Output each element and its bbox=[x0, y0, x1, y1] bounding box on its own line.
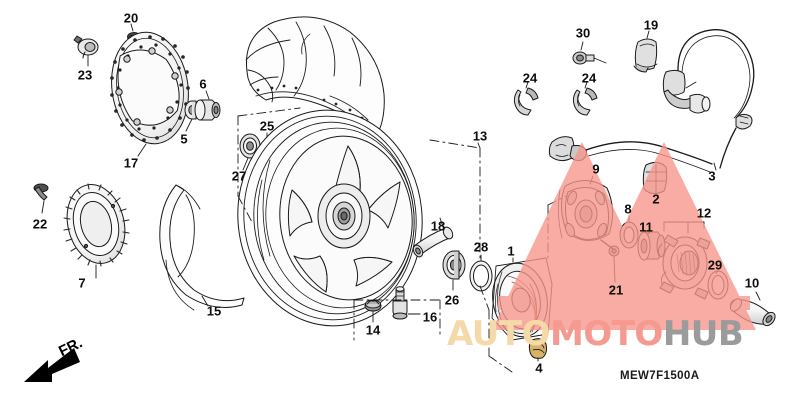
callout-17[interactable]: 17 bbox=[123, 155, 139, 171]
callout-26[interactable]: 26 bbox=[444, 292, 460, 308]
part-8-washer bbox=[619, 221, 639, 249]
callout-20[interactable]: 20 bbox=[123, 10, 139, 26]
callout-14[interactable]: 14 bbox=[365, 322, 381, 338]
callout-10[interactable]: 10 bbox=[744, 275, 760, 291]
part-17-brake-disc bbox=[110, 31, 190, 145]
part-3-sensor-cable bbox=[677, 29, 755, 169]
callout-18[interactable]: 18 bbox=[430, 218, 446, 234]
part-7-pulser-ring bbox=[63, 183, 130, 267]
part-tire-tread bbox=[245, 16, 385, 141]
part-sensor-connector bbox=[548, 136, 713, 173]
part-10-axle-collar bbox=[729, 298, 776, 327]
callout-2[interactable]: 2 bbox=[652, 191, 660, 207]
callout-12[interactable]: 12 bbox=[696, 205, 712, 221]
callout-22[interactable]: 22 bbox=[32, 216, 48, 232]
callout-3[interactable]: 3 bbox=[708, 168, 716, 184]
part-22-screw bbox=[33, 183, 49, 201]
callout-7[interactable]: 7 bbox=[78, 275, 86, 291]
group-14-16-outline bbox=[353, 299, 441, 341]
part-wheel-rim bbox=[237, 109, 423, 327]
part-24-clamp-right bbox=[572, 87, 598, 116]
callout-11[interactable]: 11 bbox=[639, 219, 653, 235]
part-11-collar bbox=[637, 231, 666, 261]
callout-8[interactable]: 8 bbox=[624, 201, 632, 217]
part-26-bearing bbox=[442, 250, 466, 280]
part-2-cush-rubber bbox=[642, 161, 668, 195]
part-16-valve-stem bbox=[392, 286, 408, 320]
part-30-bolt bbox=[572, 51, 607, 65]
callout-23[interactable]: 23 bbox=[77, 67, 93, 83]
callout-13[interactable]: 13 bbox=[472, 128, 488, 144]
part-24-clamp-left bbox=[513, 87, 539, 116]
callout-9[interactable]: 9 bbox=[592, 161, 600, 177]
part-14-nut bbox=[364, 299, 382, 312]
callout-4[interactable]: 4 bbox=[535, 360, 543, 376]
part-18-collar bbox=[412, 226, 454, 258]
callout-28[interactable]: 28 bbox=[473, 239, 489, 255]
front-direction-arrow-icon bbox=[24, 348, 80, 382]
diagram-code: MEW7F1500A bbox=[620, 370, 700, 382]
callout-24-left[interactable]: 24 bbox=[522, 70, 538, 86]
part-6-collar bbox=[194, 99, 221, 121]
part-12-hub-carrier bbox=[657, 234, 711, 300]
callout-29[interactable]: 29 bbox=[707, 257, 723, 273]
part-28-oil-seal bbox=[469, 260, 493, 292]
callout-25[interactable]: 25 bbox=[259, 118, 275, 134]
callout-21[interactable]: 21 bbox=[608, 282, 624, 298]
callout-16[interactable]: 16 bbox=[422, 309, 438, 325]
callout-27[interactable]: 27 bbox=[231, 168, 247, 184]
callout-5[interactable]: 5 bbox=[180, 131, 188, 147]
part-21-pin bbox=[600, 239, 620, 257]
part-23-grommet bbox=[73, 35, 99, 59]
callout-19[interactable]: 19 bbox=[643, 17, 659, 33]
part-15-tire-section bbox=[159, 184, 245, 311]
callout-6[interactable]: 6 bbox=[199, 76, 207, 92]
callout-24-right[interactable]: 24 bbox=[581, 70, 597, 86]
part-sensor-body bbox=[662, 69, 711, 114]
part-9-driven-flange bbox=[558, 180, 613, 241]
group-1-outline bbox=[479, 285, 513, 373]
part-4-shoe-clip bbox=[528, 338, 547, 359]
part-29-oring bbox=[707, 270, 729, 300]
callout-15[interactable]: 15 bbox=[206, 303, 222, 319]
callout-30[interactable]: 30 bbox=[575, 25, 591, 41]
part-19-bracket bbox=[633, 38, 658, 73]
callout-1[interactable]: 1 bbox=[507, 243, 515, 259]
part-1-brake-panel bbox=[491, 257, 553, 341]
